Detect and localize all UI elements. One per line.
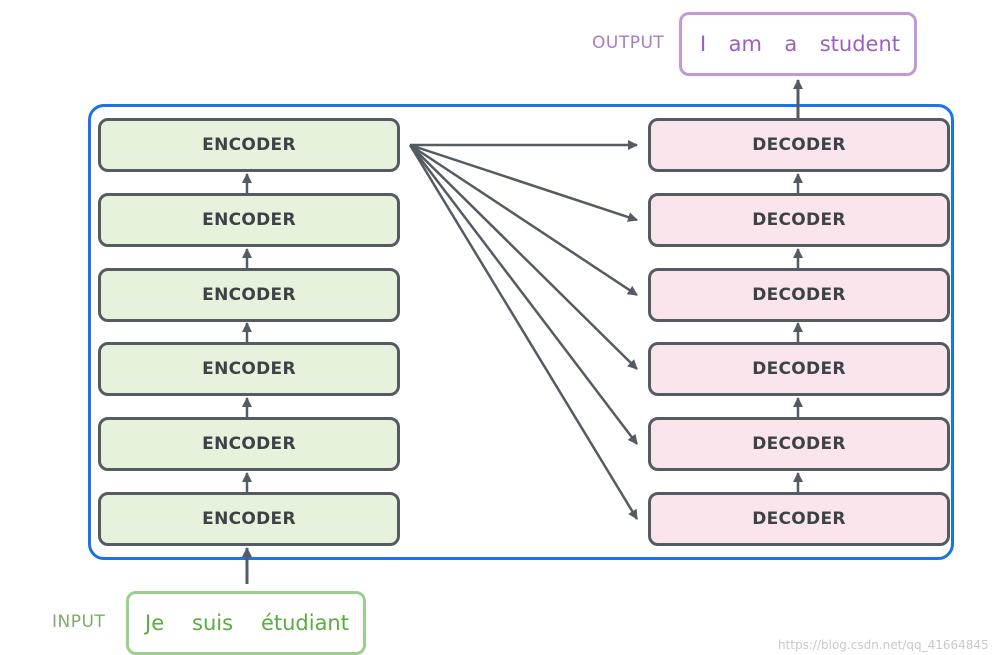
arrow-encoder-to-decoder [409, 144, 638, 370]
encoder-block: ENCODER [98, 342, 400, 396]
output-word: a [784, 32, 798, 56]
encoder-block: ENCODER [98, 268, 400, 322]
decoder-block: DECODER [648, 118, 950, 172]
encoder-block: ENCODER [98, 193, 400, 247]
input-word: Je [145, 611, 165, 635]
decoder-block: DECODER [648, 193, 950, 247]
input-word: suis [192, 611, 234, 635]
encoder-block: ENCODER [98, 492, 400, 546]
output-word: I [700, 32, 707, 56]
decoder-block: DECODER [648, 417, 950, 471]
decoder-block: DECODER [648, 492, 950, 546]
transformer-frame [88, 104, 954, 560]
output-word: student [819, 32, 900, 56]
watermark: https://blog.csdn.net/qq_41664845 [778, 638, 989, 652]
decoder-block: DECODER [648, 342, 950, 396]
output-label: OUTPUT [592, 33, 665, 53]
arrow-encoder-to-decoder [409, 143, 638, 222]
encoder-block: ENCODER [98, 118, 400, 172]
arrow-encoder-to-decoder [409, 144, 638, 445]
encoder-block: ENCODER [98, 417, 400, 471]
arrow-encoder-to-decoder [409, 143, 638, 297]
output-word: am [728, 32, 762, 56]
input-word: étudiant [260, 611, 349, 635]
output-box: I am a student [679, 12, 917, 76]
arrow-encoder-to-decoder [408, 144, 639, 520]
decoder-block: DECODER [648, 268, 950, 322]
input-label: INPUT [52, 612, 106, 632]
